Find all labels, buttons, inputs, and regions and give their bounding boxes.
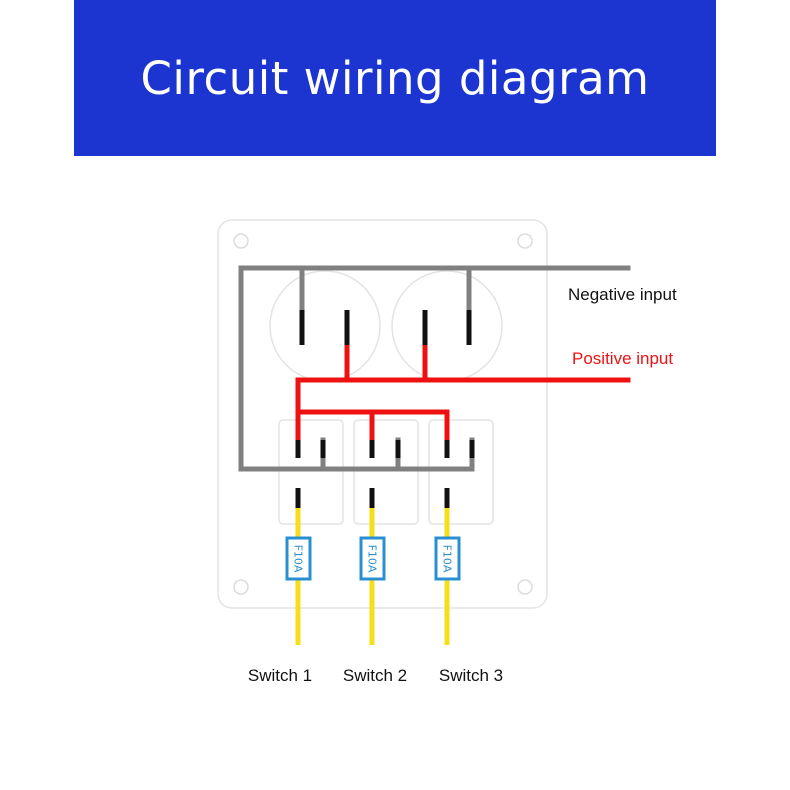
fuse-2: F10A xyxy=(359,536,386,581)
terminals xyxy=(295,310,475,508)
title-banner: Circuit wiring diagram xyxy=(74,0,716,156)
fuse-3: F10A xyxy=(434,536,461,581)
switch-2-label: Switch 2 xyxy=(343,666,407,685)
mounting-hole xyxy=(233,233,249,249)
fuse-label: F10A xyxy=(292,545,305,573)
switch-1-label: Switch 1 xyxy=(248,666,312,685)
page-title: Circuit wiring diagram xyxy=(140,51,650,105)
mounting-hole xyxy=(233,579,249,595)
rocker-switch-3 xyxy=(428,419,494,525)
negative-input-label: Negative input xyxy=(568,285,677,304)
rocker-switch-1 xyxy=(278,419,344,525)
switch-3-label: Switch 3 xyxy=(439,666,503,685)
positive-input-label: Positive input xyxy=(572,349,673,368)
fuse-label: F10A xyxy=(441,545,454,573)
fuse-label: F10A xyxy=(366,545,379,573)
mounting-hole xyxy=(517,233,533,249)
mounting-hole xyxy=(517,579,533,595)
fuse-1: F10A xyxy=(285,536,312,581)
rocker-switch-2 xyxy=(353,419,419,525)
positive-wire xyxy=(295,342,631,443)
